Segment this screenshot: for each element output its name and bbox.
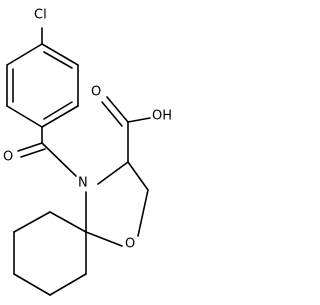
- atom-label-ring-nitrogen: N: [78, 176, 88, 191]
- bond-ring-c4-c5: [6, 105, 43, 128]
- chemical-structure-diagram: Cl O N O OH O: [3, 8, 172, 296]
- atom-label-chlorine: Cl: [34, 8, 47, 23]
- bond-cy-1: [49, 211, 87, 233]
- bond-cy-5: [49, 273, 87, 296]
- bond-ring-c3-c4: [41, 105, 79, 128]
- bond-ring-c6-c1: [6, 43, 43, 66]
- bond-co-double-a: [17, 142, 43, 152]
- bond-ch2-o: [137, 189, 149, 237]
- carbonyl-group: [17, 126, 77, 177]
- bond-ring-double-2: [43, 101, 73, 120]
- atom-label-carbonyl-oxygen: O: [3, 150, 13, 165]
- oxazolidine-ring: [85, 161, 149, 247]
- chlorophenyl-ring: [6, 27, 79, 128]
- bond-o-spiro: [85, 231, 123, 247]
- carboxylic-acid-group: [101, 96, 151, 163]
- bond-carboxyl-double-b: [101, 101, 123, 127]
- atom-label-ring-oxygen: O: [125, 237, 135, 252]
- bond-carboxyl-double-a: [106, 96, 129, 123]
- bond-n-c-acid: [97, 161, 129, 185]
- cyclohexane-ring: [13, 211, 87, 296]
- bond-c-acid-ch2: [127, 161, 149, 191]
- bond-ring-double-1: [43, 51, 73, 69]
- atom-label-hydroxyl: OH: [152, 109, 172, 124]
- bond-ring-c1-c2: [41, 43, 79, 66]
- bond-carboxyl-oh: [127, 117, 151, 123]
- bond-carbonyl-n: [41, 142, 77, 177]
- bond-cy-4: [13, 273, 51, 296]
- bond-cy-2: [13, 211, 51, 233]
- atom-label-acid-oxygen: O: [91, 85, 101, 100]
- bond-co-double-b: [20, 148, 46, 158]
